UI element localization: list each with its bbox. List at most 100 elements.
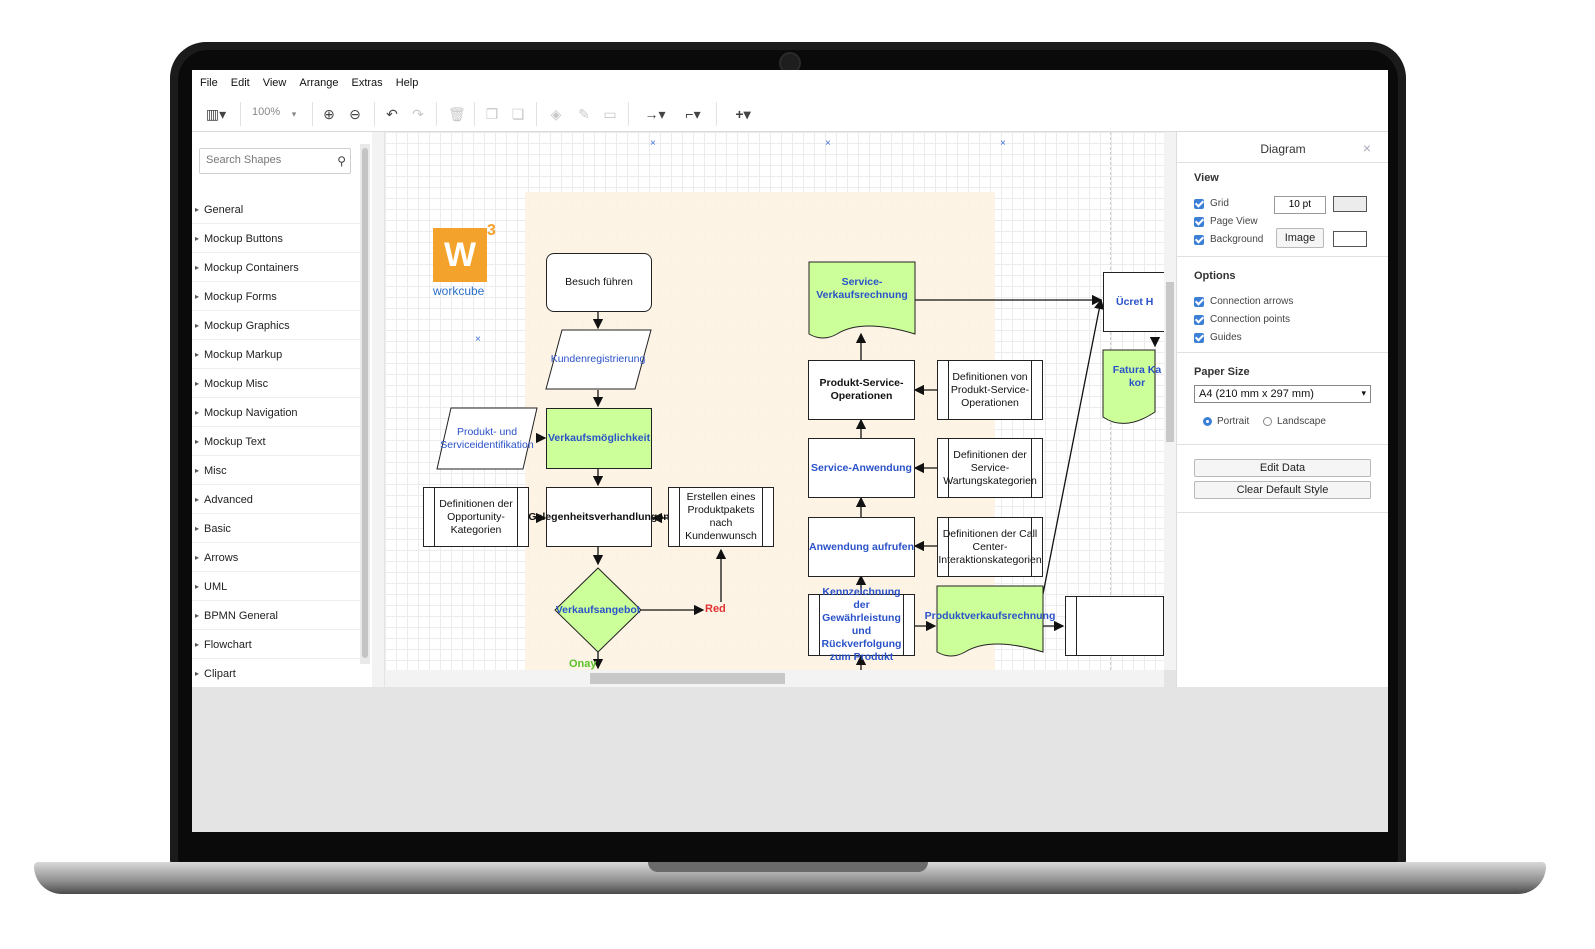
zoom-out-icon[interactable]: ⊖: [349, 106, 361, 122]
node-verkaufsangebot[interactable]: Verkaufsangebot: [555, 603, 641, 616]
checkbox-icon[interactable]: [1194, 216, 1204, 227]
menu-arrange[interactable]: Arrange: [299, 77, 339, 89]
connection-points-checkbox[interactable]: Connection points: [1194, 314, 1290, 325]
checkbox-icon[interactable]: [1194, 314, 1204, 325]
format-panel-icon[interactable]: ▥▾: [205, 106, 227, 122]
edit-data-button[interactable]: Edit Data: [1194, 459, 1371, 477]
chevron-down-icon: ▾: [1361, 388, 1366, 398]
to-front-icon[interactable]: ❐: [485, 106, 499, 122]
node-erstellen[interactable]: Erstellen eines Produktpakets nach Kunde…: [668, 487, 774, 547]
node-partial-process[interactable]: [1065, 596, 1164, 656]
node-service-anwendung[interactable]: Service-Anwendung: [808, 438, 915, 498]
category-misc[interactable]: ▸Misc: [192, 457, 360, 485]
background-color-swatch[interactable]: [1333, 231, 1367, 247]
category-mockup-misc[interactable]: ▸Mockup Misc: [192, 370, 360, 398]
search-placeholder: Search Shapes: [206, 154, 282, 166]
connection-arrows-checkbox[interactable]: Connection arrows: [1194, 296, 1293, 307]
category-mockup-graphics[interactable]: ▸Mockup Graphics: [192, 312, 360, 340]
sidebar-splitter[interactable]: [372, 132, 384, 687]
node-kennzeichnung[interactable]: Kennzeichnung der Gewährleistung und Rüc…: [808, 586, 915, 663]
portrait-radio[interactable]: Portrait: [1203, 416, 1249, 427]
checkbox-icon[interactable]: [1194, 198, 1204, 209]
undo-icon[interactable]: ↶: [386, 106, 398, 122]
category-basic[interactable]: ▸Basic: [192, 515, 360, 543]
node-def-wartung[interactable]: Definitionen der Service-Wartungskategor…: [937, 438, 1043, 498]
node-def-call[interactable]: Definitionen der Call Center-Interaktion…: [937, 517, 1043, 577]
menu-edit[interactable]: Edit: [230, 77, 250, 89]
category-mockup-buttons[interactable]: ▸Mockup Buttons: [192, 225, 360, 253]
category-arrows[interactable]: ▸Arrows: [192, 544, 360, 572]
fill-color-icon[interactable]: ◈: [550, 106, 562, 122]
node-def-ps[interactable]: Definitionen von Produkt-Service-Operati…: [937, 360, 1043, 420]
node-verkaufsmoeglichkeit[interactable]: Verkaufsmöglichkeit: [546, 408, 652, 469]
category-uml[interactable]: ▸UML: [192, 573, 360, 601]
sidebar-scroll-thumb[interactable]: [362, 148, 368, 658]
vscroll-thumb[interactable]: [1166, 282, 1174, 442]
node-anwendung-aufrufen[interactable]: Anwendung aufrufen: [808, 517, 915, 577]
line-color-icon[interactable]: ✎: [578, 106, 590, 122]
diagram-canvas[interactable]: × × × ×: [385, 132, 1164, 670]
chevron-right-icon: ▸: [195, 350, 200, 359]
insert-icon[interactable]: +▾: [735, 106, 751, 122]
zoom-dropdown[interactable]: 100%: [252, 106, 281, 118]
canvas-vscrollbar[interactable]: [1164, 132, 1176, 670]
node-gelegenheit[interactable]: Gelegenheitsverhandlungen: [528, 487, 670, 547]
landscape-radio[interactable]: Landscape: [1263, 416, 1326, 427]
search-input[interactable]: Search Shapes ⚲: [199, 148, 351, 174]
category-mockup-text[interactable]: ▸Mockup Text: [192, 428, 360, 456]
node-service-verkauf[interactable]: Service-Verkaufsrechnung: [816, 276, 908, 301]
zoom-in-icon[interactable]: ⊕: [323, 106, 335, 122]
node-produktverkauf[interactable]: Produktverkaufsrechnung: [924, 609, 1056, 622]
node-ps-operationen[interactable]: Produkt-Service-Operationen: [808, 360, 915, 420]
canvas-hscrollbar[interactable]: [385, 670, 1164, 687]
page-marker-icon: ×: [1000, 138, 1006, 149]
image-button[interactable]: Image: [1276, 228, 1324, 248]
guides-checkbox[interactable]: Guides: [1194, 332, 1242, 343]
category-general[interactable]: ▸General: [192, 196, 360, 224]
node-ucret[interactable]: Ücret H: [1103, 272, 1164, 332]
search-icon[interactable]: ⚲: [337, 154, 346, 168]
node-besuch[interactable]: Besuch führen: [546, 253, 652, 312]
close-icon[interactable]: ×: [1362, 140, 1371, 156]
node-def-opportunity[interactable]: Definitionen der Opportunity-Kategorien: [423, 487, 529, 547]
category-bpmn-general[interactable]: ▸BPMN General: [192, 602, 360, 630]
background-checkbox[interactable]: Background: [1194, 234, 1263, 245]
grid-checkbox[interactable]: Grid: [1194, 198, 1229, 209]
checkbox-icon[interactable]: [1194, 332, 1204, 343]
menu-help[interactable]: Help: [395, 77, 419, 89]
chevron-right-icon: ▸: [195, 379, 200, 388]
chevron-right-icon: ▸: [195, 640, 200, 649]
category-advanced[interactable]: ▸Advanced: [192, 486, 360, 514]
chevron-right-icon: ▸: [195, 205, 200, 214]
category-flowchart[interactable]: ▸Flowchart: [192, 631, 360, 659]
radio-icon[interactable]: [1203, 417, 1212, 426]
checkbox-icon[interactable]: [1194, 296, 1204, 307]
menu-extras[interactable]: Extras: [351, 77, 383, 89]
node-kundenregistrierung[interactable]: Kundenregistrierung: [550, 352, 646, 365]
hscroll-thumb[interactable]: [590, 673, 785, 684]
grid-color-swatch[interactable]: [1333, 196, 1367, 212]
category-mockup-navigation[interactable]: ▸Mockup Navigation: [192, 399, 360, 427]
to-back-icon[interactable]: ❏: [511, 106, 525, 122]
chevron-right-icon: ▸: [195, 553, 200, 562]
category-mockup-forms[interactable]: ▸Mockup Forms: [192, 283, 360, 311]
shadow-icon[interactable]: ▭: [603, 106, 617, 122]
radio-icon[interactable]: [1263, 417, 1272, 426]
paper-size-select[interactable]: A4 (210 mm x 297 mm)▾: [1194, 385, 1371, 403]
page-view-checkbox[interactable]: Page View: [1194, 216, 1258, 227]
checkbox-icon[interactable]: [1194, 234, 1204, 245]
zoom-chevron-icon[interactable]: ▾: [291, 109, 297, 119]
clear-default-style-button[interactable]: Clear Default Style: [1194, 481, 1371, 499]
node-produkt-id[interactable]: Produkt- und Serviceidentifikation: [440, 426, 534, 451]
delete-icon[interactable]: 🗑: [448, 106, 466, 122]
category-mockup-containers[interactable]: ▸Mockup Containers: [192, 254, 360, 282]
grid-size-input[interactable]: 10 pt: [1274, 196, 1326, 214]
connection-icon[interactable]: →▾: [644, 106, 666, 122]
category-mockup-markup[interactable]: ▸Mockup Markup: [192, 341, 360, 369]
menu-view[interactable]: View: [262, 77, 287, 89]
waypoints-icon[interactable]: ⌐▾: [685, 106, 701, 122]
menu-file[interactable]: File: [200, 77, 218, 89]
redo-icon[interactable]: ↷: [412, 106, 424, 122]
node-fatura[interactable]: Fatura Ka kor: [1112, 364, 1162, 389]
category-clipart[interactable]: ▸Clipart: [192, 660, 360, 688]
